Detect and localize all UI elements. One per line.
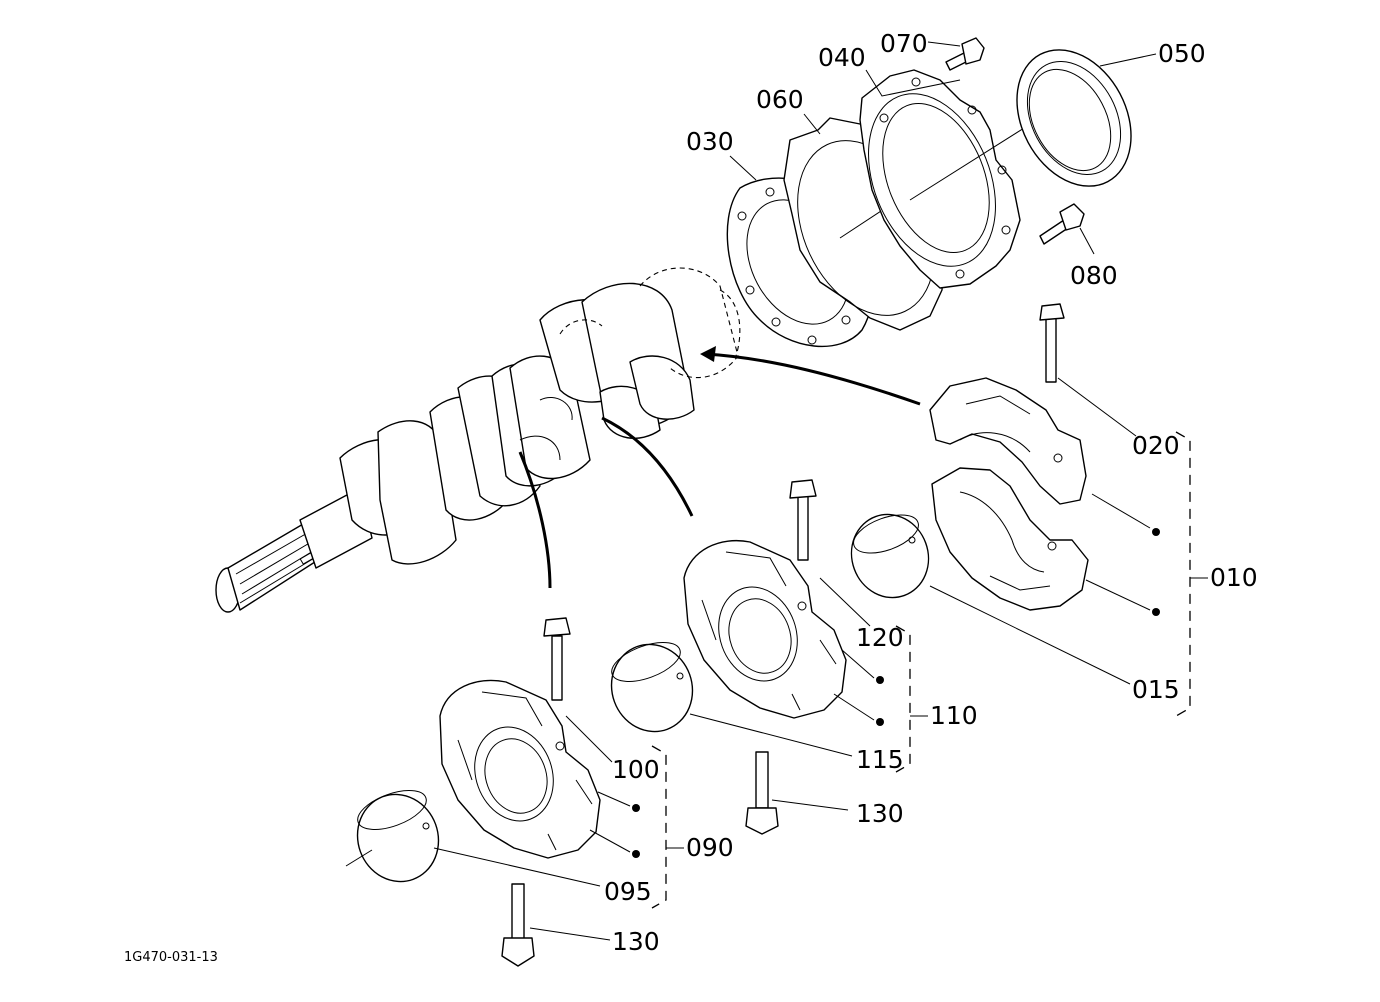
bolt-080 <box>1039 203 1085 245</box>
label-100: 100 <box>612 755 660 784</box>
label-030: 030 <box>686 127 734 156</box>
label-015: 015 <box>1132 675 1180 704</box>
label-130-low: 130 <box>612 927 660 956</box>
bearing-115 <box>610 642 694 733</box>
label-110: 110 <box>930 701 978 730</box>
leader-lines <box>345 41 1157 941</box>
bearing-015 <box>850 513 930 599</box>
bearing-case-110 <box>683 540 847 719</box>
drawing-reference-number: 1G470-031-13 <box>124 950 218 965</box>
label-115: 115 <box>856 745 904 774</box>
label-090: 090 <box>686 833 734 862</box>
label-130-mid: 130 <box>856 799 904 828</box>
label-095: 095 <box>604 877 652 906</box>
label-040: 040 <box>818 43 866 72</box>
oil-seal-050 <box>1016 49 1132 187</box>
bolt-130-low <box>501 883 535 967</box>
crankshaft <box>215 267 741 613</box>
reference-dots <box>632 528 1160 858</box>
assembly-arrows <box>518 346 921 589</box>
label-070: 070 <box>880 29 928 58</box>
label-080: 080 <box>1070 261 1118 290</box>
bolt-120 <box>789 479 817 561</box>
bearing-case-010 <box>929 377 1089 611</box>
bearing-case-090 <box>439 679 601 859</box>
label-020: 020 <box>1132 431 1180 460</box>
group-brackets <box>651 431 1208 909</box>
part-labels: 070 040 050 060 030 080 020 010 015 120 … <box>604 29 1258 956</box>
label-120: 120 <box>856 623 904 652</box>
bearing-095 <box>356 790 440 883</box>
label-050: 050 <box>1158 39 1206 68</box>
housing-040 <box>859 69 1041 289</box>
bolt-130-mid <box>745 751 779 835</box>
bolt-070 <box>945 37 985 71</box>
label-060: 060 <box>756 85 804 114</box>
label-010: 010 <box>1210 563 1258 592</box>
bolt-020 <box>1039 303 1065 383</box>
bolt-100 <box>543 617 571 701</box>
